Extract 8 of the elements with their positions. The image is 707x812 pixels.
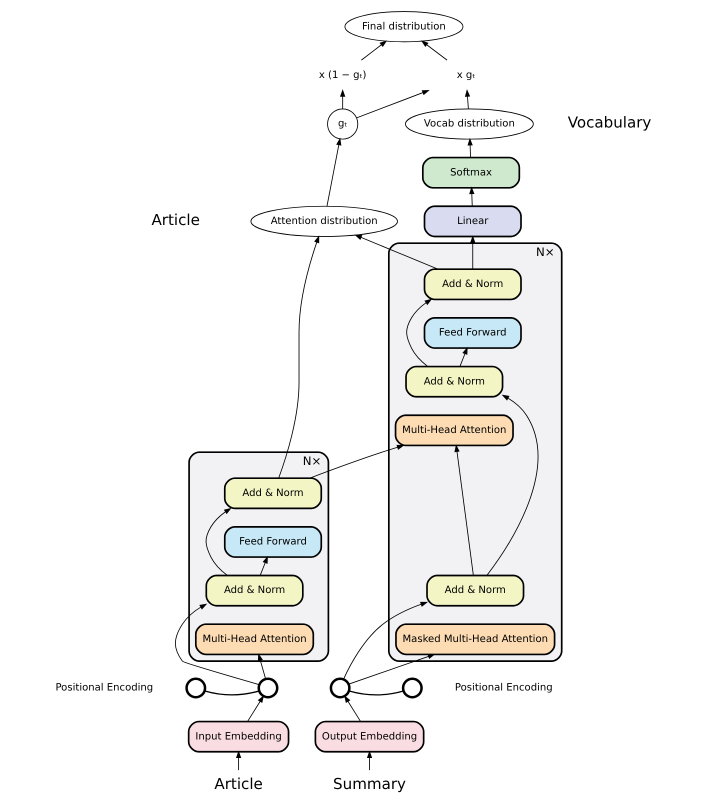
node-label: Positional Encoding <box>54 682 153 694</box>
node-text: x (1 − gₜ) <box>318 70 366 81</box>
node-label: Positional Encoding <box>454 682 552 694</box>
node-text: x gₜ <box>456 70 475 81</box>
label: Vocabulary <box>567 114 651 132</box>
label: Article <box>150 211 200 230</box>
node-text: Summary <box>332 775 406 794</box>
node-text: Article <box>214 775 262 794</box>
